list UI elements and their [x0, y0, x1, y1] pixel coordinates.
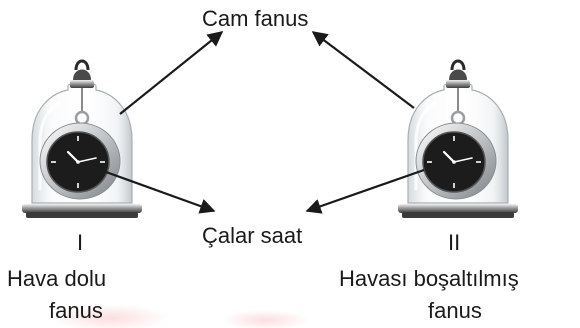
glass-highlight [414, 100, 437, 190]
dome-handle-loop [74, 59, 90, 71]
base-plate [398, 204, 518, 213]
clock-hands [66, 150, 97, 164]
base-plate-bottom [402, 212, 514, 218]
clock-center-pin [452, 160, 456, 164]
background-glow-center [220, 310, 310, 328]
arrow-to-glass-dome-left [119, 31, 224, 115]
right-caption-line1: Havası boşaltılmış [339, 266, 519, 291]
dome-collar [70, 80, 94, 88]
dome-collar [446, 80, 470, 88]
glass-dome-label: Cam fanus [202, 6, 309, 31]
glass-highlight [38, 100, 61, 190]
bell-jar-vacuum [398, 59, 518, 218]
clock-ticks [427, 136, 481, 188]
right-caption-line2: fanus [428, 298, 482, 323]
roman-numeral-two: II [448, 230, 461, 255]
bell-jar-air-filled [22, 59, 142, 218]
clock-center-pin [76, 160, 80, 164]
left-caption-line2: fanus [49, 298, 103, 323]
dome-handle [73, 69, 91, 80]
clock-hands [442, 150, 473, 164]
left-caption-line1: Hava dolu [7, 266, 107, 291]
dome-handle [449, 69, 467, 80]
background-glow-left [50, 304, 170, 328]
roman-numeral-one: I [77, 230, 84, 255]
arrow-to-alarm-clock-right [305, 168, 425, 214]
arrow-to-glass-dome-right [311, 31, 415, 109]
arrow-to-alarm-clock-left [105, 170, 216, 214]
alarm-clock-label: Çalar saat [202, 223, 303, 248]
dome-handle-loop [450, 59, 466, 71]
base-plate-bottom [26, 212, 138, 218]
clock-ticks [51, 136, 105, 188]
base-plate [22, 204, 142, 213]
